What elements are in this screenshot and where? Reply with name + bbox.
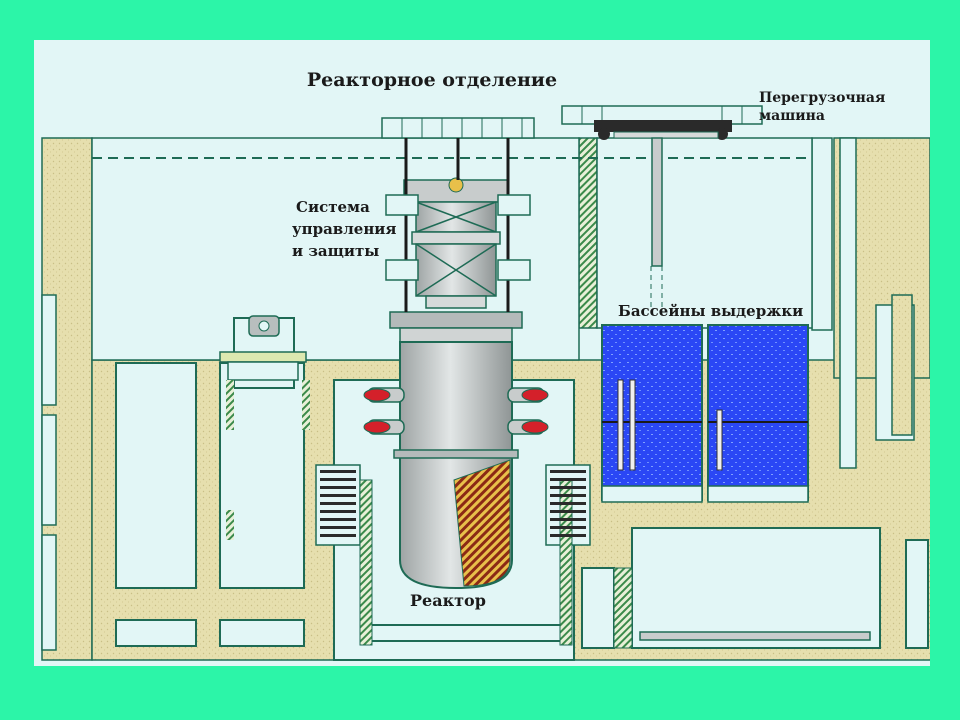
shield-fins: [320, 470, 586, 537]
shield-fin: [320, 510, 356, 513]
reactor-label: Реактор: [410, 591, 486, 610]
crane-icon: [561, 105, 763, 312]
shield-fin: [550, 478, 586, 481]
lower-right-rooms: [581, 527, 929, 649]
shield-fin: [320, 470, 356, 473]
shield-fin: [550, 502, 586, 505]
left-shaft: [115, 315, 310, 647]
shield-fin: [550, 510, 586, 513]
shield-fin: [550, 518, 586, 521]
refueling-hall-space: [596, 137, 813, 329]
fuel-rod-icon: [617, 379, 723, 471]
spent-fuel-pools-label: Бассейны выдержки: [618, 302, 803, 320]
shield-fin: [550, 486, 586, 489]
shield-fin: [320, 526, 356, 529]
shield-fin: [550, 526, 586, 529]
shield-fin: [550, 534, 586, 537]
shield-fin: [320, 502, 356, 505]
shield-fin: [550, 470, 586, 473]
shield-fin: [320, 486, 356, 489]
shield-fin: [320, 518, 356, 521]
shield-fin: [320, 478, 356, 481]
cps-label-3: и защиты: [292, 242, 379, 260]
diagram-canvas: Реакторное отделение Перегрузочная машин…: [41, 69, 930, 661]
refueling-machine-label-2: машина: [759, 108, 825, 124]
cps-label-1: Система: [296, 198, 370, 216]
reactor-hall-label: Реакторное отделение: [307, 69, 557, 91]
reactor-vessel-icon: [363, 177, 549, 590]
reactor-section-diagram: Реакторное отделение Перегрузочная машин…: [34, 40, 930, 666]
shield-fin: [320, 534, 356, 537]
shield-fin: [320, 494, 356, 497]
cps-support-frame: [381, 117, 535, 312]
refueling-machine-label-1: Перегрузочная: [759, 90, 885, 106]
cps-label-2: управления: [292, 220, 397, 238]
shield-fin: [550, 494, 586, 497]
